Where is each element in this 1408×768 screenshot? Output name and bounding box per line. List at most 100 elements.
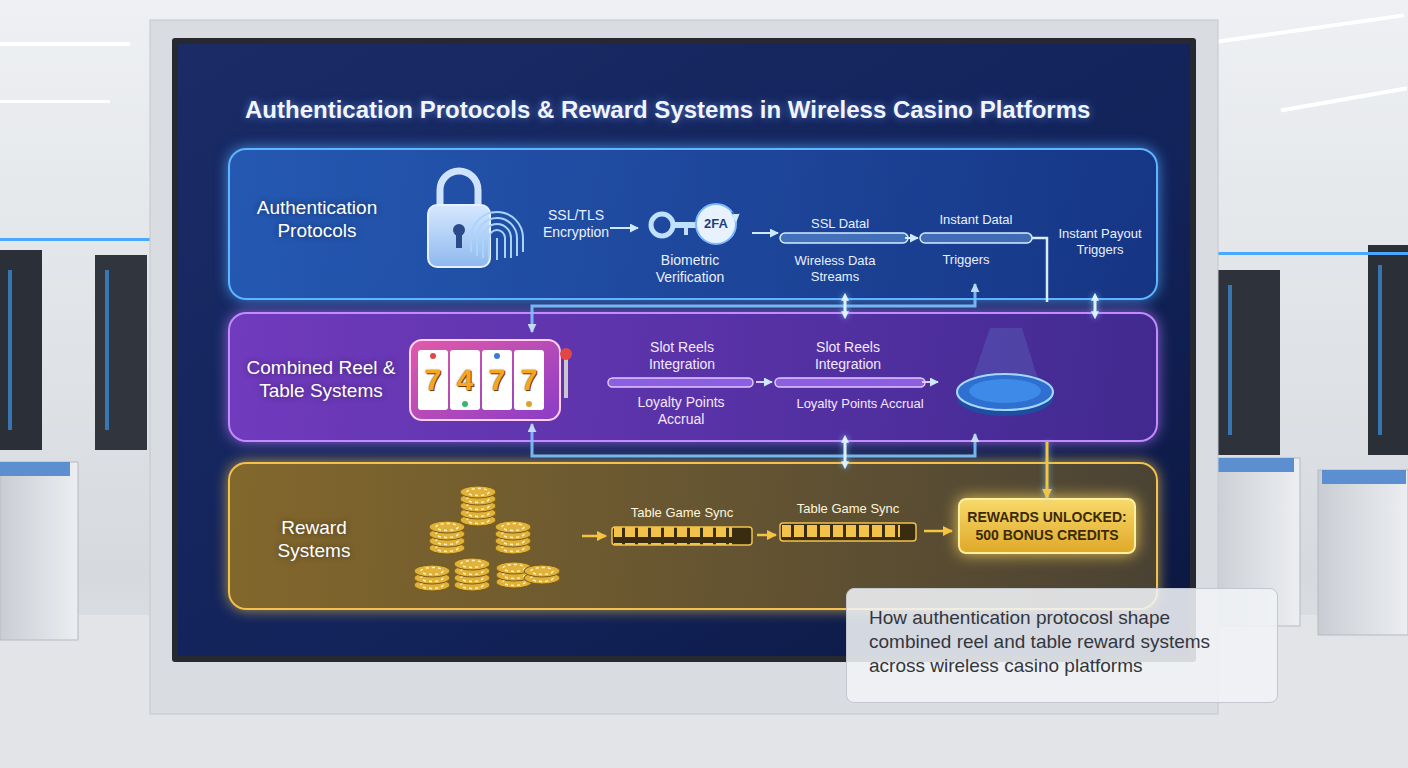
flow-connector bbox=[844, 300, 847, 312]
flow-label: Slot Reels Integration bbox=[632, 339, 732, 373]
slot-machine bbox=[410, 340, 572, 420]
slot-machine bbox=[482, 350, 512, 410]
kiosk bbox=[1214, 458, 1294, 472]
slot-machine bbox=[526, 401, 532, 407]
progress-pill bbox=[775, 378, 925, 387]
server-rack bbox=[8, 270, 12, 430]
poker-table bbox=[969, 379, 1041, 403]
wall-accent-line bbox=[1218, 252, 1408, 255]
flow-label: Triggers bbox=[926, 252, 1006, 268]
server-rack bbox=[95, 255, 147, 450]
flow-label: Biometric Verification bbox=[648, 252, 732, 286]
data-pipe bbox=[905, 237, 918, 239]
flow-label: Slot Reels Integration bbox=[798, 339, 898, 373]
sync-bar bbox=[924, 530, 952, 533]
fingerprint-icon bbox=[471, 212, 523, 260]
loop-connector bbox=[532, 284, 975, 456]
loop-connector bbox=[532, 424, 975, 456]
chip-stack bbox=[454, 558, 490, 570]
progress-pill bbox=[608, 378, 938, 387]
slot-machine bbox=[462, 401, 468, 407]
slot-machine bbox=[560, 348, 572, 360]
server-rack bbox=[0, 250, 42, 450]
reel-symbol: 7 bbox=[418, 362, 448, 399]
sync-bar bbox=[582, 535, 606, 538]
server-rack bbox=[1218, 270, 1280, 455]
ceiling-light bbox=[0, 100, 110, 103]
fingerprint-icon bbox=[496, 238, 498, 260]
kiosk bbox=[1318, 470, 1408, 635]
chip-stack bbox=[460, 486, 496, 498]
flow-connector bbox=[1094, 300, 1097, 312]
chip-stack bbox=[414, 565, 450, 577]
key-icon bbox=[696, 204, 736, 244]
flow-arrow bbox=[610, 228, 778, 233]
key-icon bbox=[651, 204, 736, 244]
data-pipe bbox=[780, 233, 1047, 302]
key-icon bbox=[684, 228, 688, 235]
progress-pill bbox=[922, 381, 938, 383]
band-heading: Reward Systems bbox=[268, 516, 360, 562]
screen bbox=[178, 44, 1190, 656]
sync-bar bbox=[582, 523, 952, 545]
slot-machine bbox=[494, 353, 500, 359]
screen-bezel bbox=[172, 38, 1196, 662]
server-rack bbox=[105, 270, 109, 430]
slot-machine bbox=[514, 350, 544, 410]
chip-stack bbox=[524, 565, 560, 577]
diagram-title: Authentication Protocols & Reward System… bbox=[245, 96, 1150, 124]
slot-machine bbox=[430, 353, 436, 359]
key-icon bbox=[732, 212, 736, 222]
flow-label: 2FA bbox=[697, 216, 735, 232]
band-heading: Combined Reel & Table Systems bbox=[236, 356, 406, 402]
slot-machine bbox=[564, 358, 568, 398]
badge-text: REWARDS UNLOCKED: 500 BONUS CREDITS bbox=[964, 508, 1130, 544]
progress-pill bbox=[756, 381, 772, 383]
flow-connector bbox=[1046, 442, 1049, 498]
lock-icon bbox=[440, 171, 478, 208]
caption-box: How authentication protocosl shape combi… bbox=[846, 588, 1278, 703]
band-heading: Authentication Protocols bbox=[242, 196, 392, 242]
slot-machine bbox=[450, 350, 480, 410]
chip-stack bbox=[495, 521, 531, 533]
slot-machine bbox=[418, 350, 448, 410]
progress-pill bbox=[608, 378, 753, 387]
flow-arrow bbox=[610, 227, 638, 229]
reel-symbol: 4 bbox=[450, 362, 480, 399]
ceiling-light bbox=[0, 42, 130, 46]
sync-bar bbox=[782, 523, 900, 541]
lock-icon bbox=[428, 205, 490, 267]
flow-label: SSL Datal bbox=[790, 216, 890, 232]
wall-accent-line bbox=[0, 238, 150, 241]
sync-bar bbox=[612, 527, 752, 545]
ceiling-light bbox=[1206, 13, 1405, 45]
sync-bar bbox=[780, 523, 916, 541]
reward-badge: REWARDS UNLOCKED: 500 BONUS CREDITS bbox=[958, 498, 1136, 554]
kiosk bbox=[1322, 470, 1406, 484]
flow-label: Instant Datal bbox=[926, 212, 1026, 228]
reel-symbol: 7 bbox=[514, 362, 544, 399]
kiosk bbox=[0, 462, 78, 640]
chip-stack bbox=[429, 521, 465, 533]
server-rack bbox=[1368, 245, 1408, 455]
flow-label: Wireless Data Streams bbox=[788, 253, 882, 285]
sync-bar bbox=[614, 527, 732, 545]
slot-machine bbox=[410, 340, 560, 420]
kiosk bbox=[0, 462, 70, 476]
sync-bar bbox=[757, 534, 776, 537]
key-icon bbox=[672, 222, 696, 228]
flow-connector bbox=[844, 442, 847, 462]
poker-table bbox=[957, 328, 1053, 416]
server-rack bbox=[1228, 285, 1232, 435]
reel-symbol: 7 bbox=[482, 362, 512, 399]
chip-stack bbox=[414, 486, 560, 591]
server-rack bbox=[1378, 265, 1382, 435]
data-pipe bbox=[920, 233, 1032, 243]
flow-label: Table Game Sync bbox=[612, 505, 752, 521]
flow-label: SSL/TLS Encryption bbox=[528, 207, 624, 241]
flow-label: Loyalty Points Accrual bbox=[780, 396, 940, 412]
data-pipe bbox=[780, 233, 908, 243]
flow-arrow bbox=[752, 232, 778, 234]
